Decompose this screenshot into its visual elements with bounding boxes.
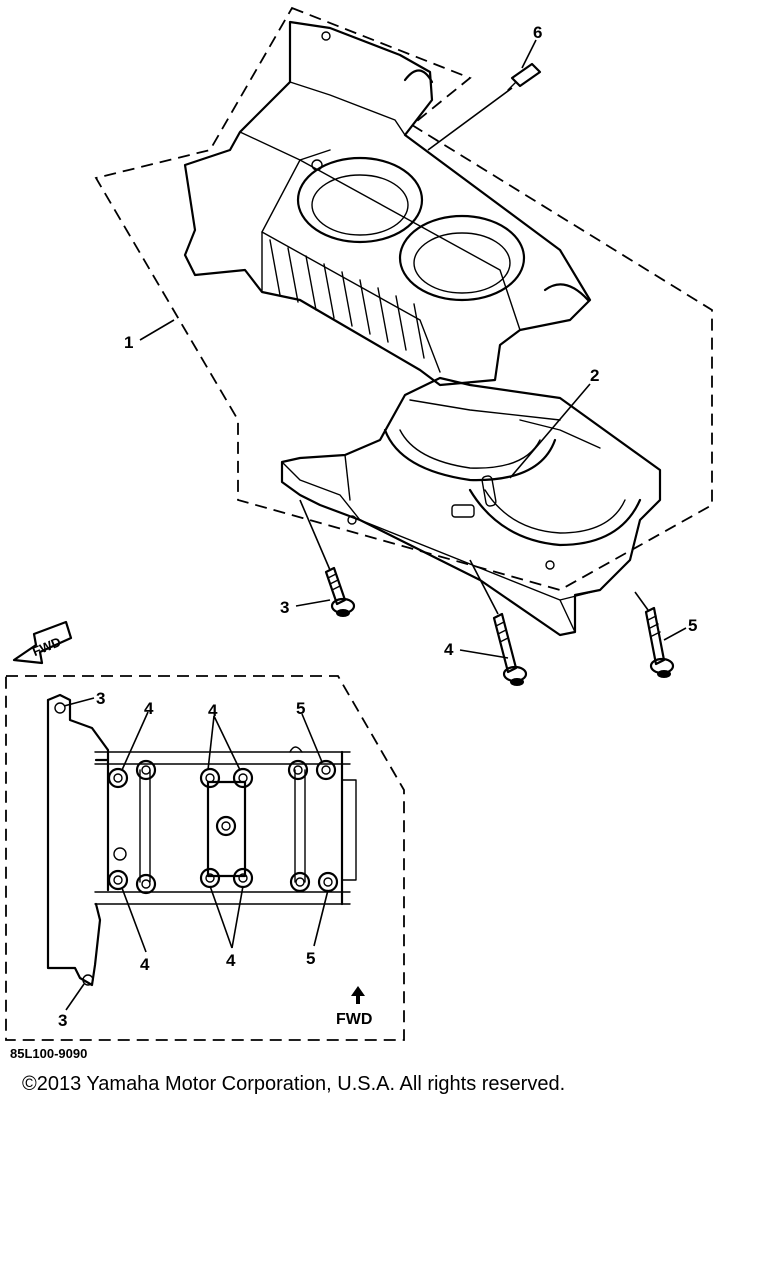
bottom-callout-5-bottom: 5 (306, 949, 315, 968)
bottom-callout-3-top: 3 (96, 689, 105, 708)
upper-crankcase (183, 20, 592, 387)
callout-5: 5 (688, 616, 697, 635)
callout-1: 1 (124, 333, 133, 352)
callout-4: 4 (444, 640, 454, 659)
bottom-view-crankcase (46, 693, 357, 987)
bottom-view-fwd-arrow (351, 986, 365, 1004)
copyright-notice: ©2013 Yamaha Motor Corporation, U.S.A. A… (22, 1073, 566, 1095)
stud-bolt-6 (507, 62, 542, 91)
lower-crankcase (280, 376, 662, 637)
bolt-4 (492, 612, 528, 686)
bottom-callout-5-top: 5 (296, 699, 305, 718)
bottom-callout-4-left-top: 4 (144, 699, 154, 718)
bottom-callout-4-center-bottom: 4 (226, 951, 236, 970)
callout-2: 2 (590, 366, 599, 385)
bolt-3 (324, 566, 356, 617)
bottom-view-dashed-frame (5, 675, 405, 1041)
bolt-5 (644, 606, 675, 678)
bottom-callout-4-center-top: 4 (208, 701, 218, 720)
assembly-1-dashed-outline (94, 6, 713, 591)
bottom-callout-4-left-bottom: 4 (140, 955, 150, 974)
bottom-view-fwd-label: FWD (336, 1011, 372, 1028)
callout-3: 3 (280, 598, 289, 617)
drawing-code: 85L100-9090 (10, 1046, 87, 1061)
fwd-direction-arrow: FWD (12, 620, 73, 665)
bottom-callout-3-bottom: 3 (58, 1011, 67, 1030)
callout-6: 6 (533, 23, 542, 42)
